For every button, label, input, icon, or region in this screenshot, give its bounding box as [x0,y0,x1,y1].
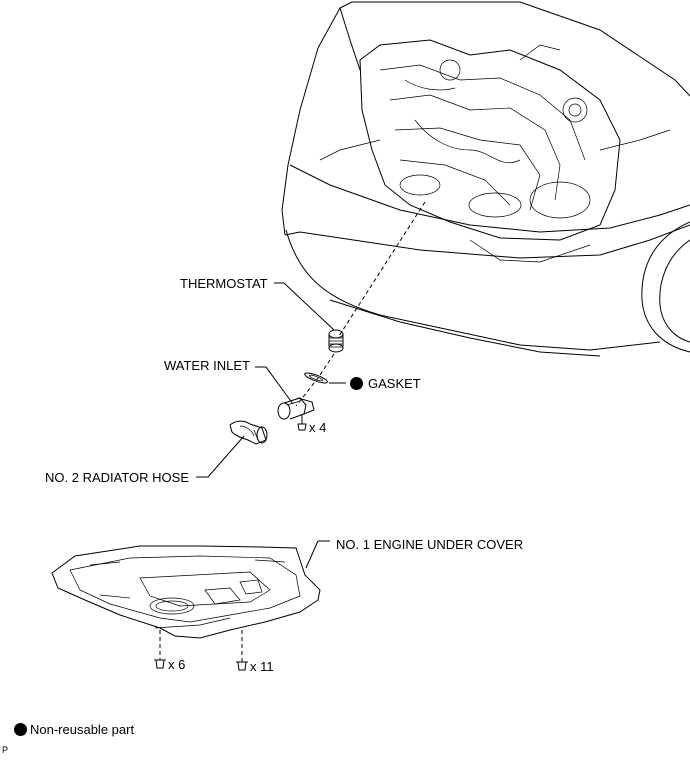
under-cover-screw [154,659,166,669]
vehicle-front-illustration [281,1,690,357]
water-inlet-label: WATER INLET [164,358,250,373]
thermostat-part [328,329,344,353]
non-reusable-marker-icon [350,377,363,390]
under-cover-screw-count: x 6 [168,657,186,672]
legend-non-reusable-label: Non-reusable part [30,722,135,737]
under-cover-leader [305,540,319,569]
install-line-inlet [295,353,335,407]
under-cover-part [51,545,321,639]
radiator-hose-leader [196,435,245,478]
water-inlet-leader [255,366,294,405]
water-inlet-bolt [297,414,307,431]
thermostat-label: THERMOSTAT [180,276,268,291]
water-inlet-bolt-count: x 4 [309,420,327,435]
corner-mark: P [2,745,9,755]
under-cover-label: NO. 1 ENGINE UNDER COVER [336,537,524,552]
water-inlet-part [277,397,315,420]
under-cover-bolt [236,661,248,671]
thermostat-leader [274,282,335,331]
radiator-hose-part [229,420,268,445]
gasket-part [304,372,328,384]
under-cover-bolt-count: x 11 [250,659,274,674]
gasket-label: GASKET [368,376,421,391]
radiator-hose-label: NO. 2 RADIATOR HOSE [45,470,189,485]
install-line-thermostat [338,201,426,337]
legend-non-reusable-icon [14,723,27,736]
